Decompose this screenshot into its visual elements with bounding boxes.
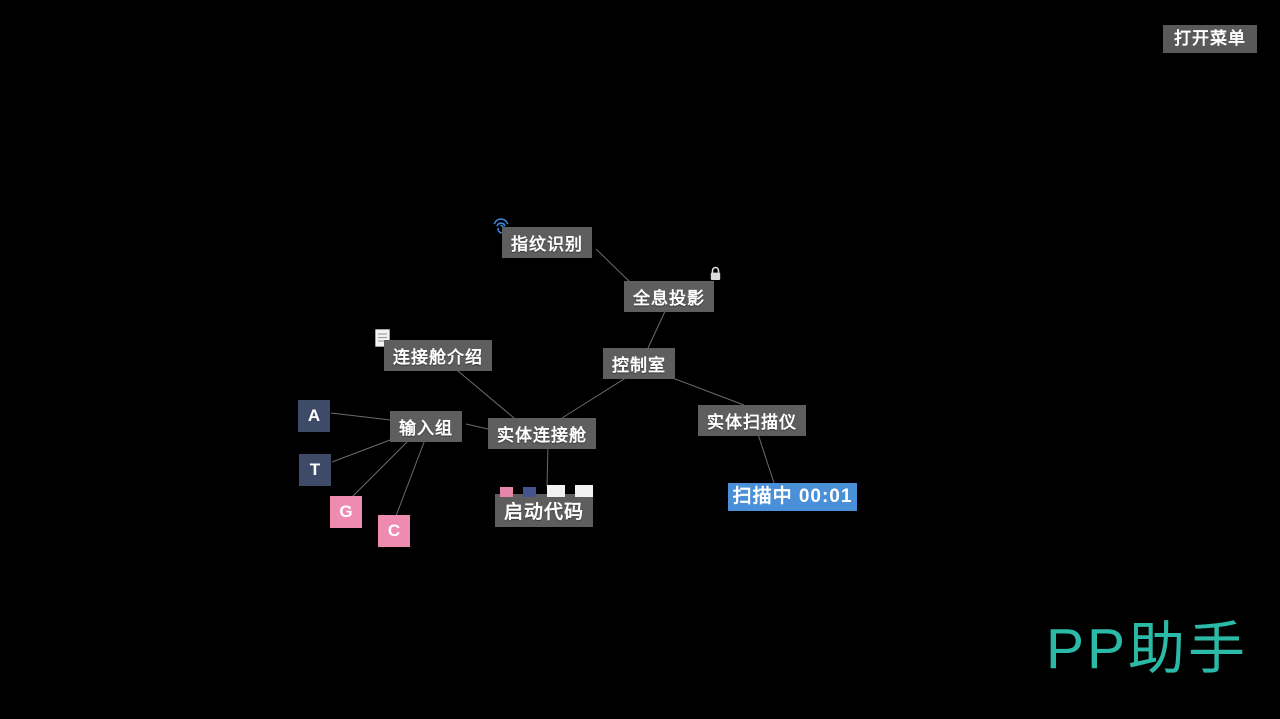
node-physical-connection-cabin[interactable]: 实体连接舱 xyxy=(488,418,596,449)
code-square-white-2 xyxy=(575,485,593,497)
open-menu-button[interactable]: 打开菜单 xyxy=(1163,25,1257,53)
letter-tile-a[interactable]: A xyxy=(298,400,330,432)
letter-tile-g[interactable]: G xyxy=(330,496,362,528)
node-startup-code[interactable]: 启动代码 xyxy=(495,494,594,527)
node-input-group[interactable]: 输入组 xyxy=(390,411,462,442)
node-fingerprint-recognition[interactable]: 指纹识别 xyxy=(502,227,592,258)
node-cabin-introduction[interactable]: 连接舱介绍 xyxy=(384,340,492,371)
scanning-status-badge: 扫描中 00:01 xyxy=(728,483,857,511)
code-square-white-1 xyxy=(547,485,565,497)
letter-tile-t[interactable]: T xyxy=(299,454,331,486)
node-holographic-projection[interactable]: 全息投影 xyxy=(624,281,714,312)
node-physical-scanner[interactable]: 实体扫描仪 xyxy=(698,405,806,436)
code-square-blue xyxy=(523,487,536,497)
code-square-pink xyxy=(500,487,513,497)
pp-assistant-watermark: PP助手 xyxy=(1045,617,1248,681)
node-control-room[interactable]: 控制室 xyxy=(603,348,675,379)
letter-tile-c[interactable]: C xyxy=(378,515,410,547)
